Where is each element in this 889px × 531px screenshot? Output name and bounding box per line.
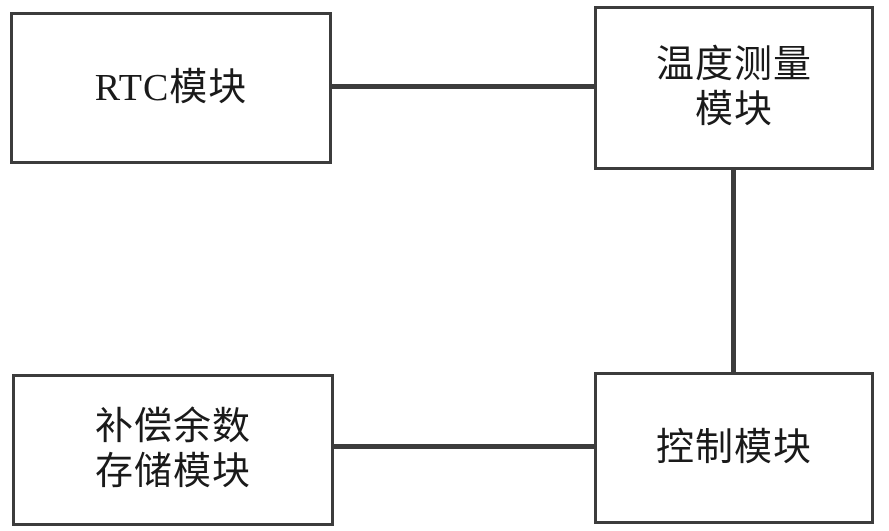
block-control-module[interactable]: 控制模块 (594, 372, 874, 524)
block-rtc-module-label: RTC模块 (94, 66, 248, 109)
block-rtc-module[interactable]: RTC模块 (10, 12, 332, 164)
block-compensation-remainder-storage-module[interactable]: 补偿余数 存储模块 (12, 374, 334, 526)
connector-rtc-to-temperature (332, 84, 594, 89)
block-temperature-measurement-module[interactable]: 温度测量 模块 (594, 6, 874, 170)
connector-control-to-storage (334, 444, 594, 449)
block-temperature-measurement-module-label: 温度测量 模块 (655, 44, 812, 131)
block-control-module-label: 控制模块 (655, 426, 812, 469)
block-compensation-remainder-storage-module-label: 补偿余数 存储模块 (94, 406, 251, 493)
connector-temperature-to-control (731, 170, 736, 372)
